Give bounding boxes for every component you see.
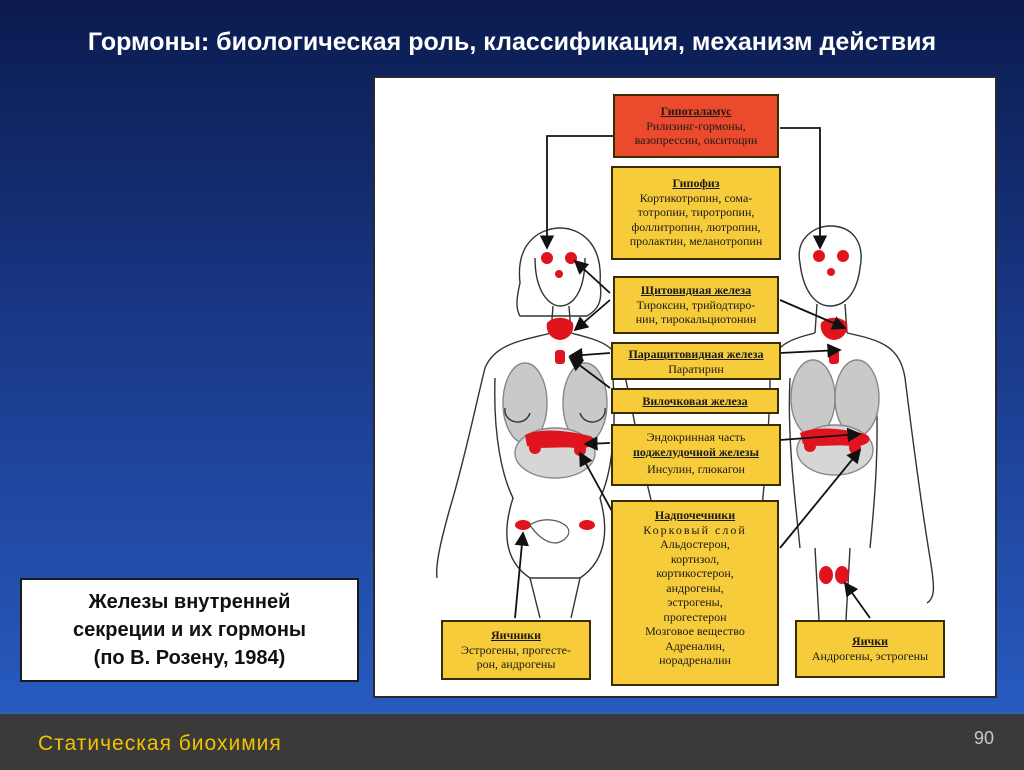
testes-box: Яички Андрогены, эстрогены bbox=[795, 620, 945, 678]
page-number: 90 bbox=[973, 728, 994, 748]
caption-line: секреции и их гормоны bbox=[72, 619, 306, 641]
connector-arrows bbox=[514, 127, 871, 619]
parathyroid-box: Паращитовидная железа Паратирин bbox=[611, 342, 781, 380]
thyroid-box: Щитовидная железа Тироксин, трийодтиро- … bbox=[613, 276, 779, 334]
pituitary-box: Гипофиз Кортикотропин, сома- тотропин, т… bbox=[611, 166, 781, 260]
figure-caption: Железы внутренней секреции и их гормоны … bbox=[20, 578, 359, 682]
thymus-box: Вилочковая железа bbox=[611, 388, 779, 414]
adrenal-box: Надпочечники Корковый слой Альдостерон, … bbox=[611, 500, 779, 686]
body-diagram bbox=[435, 127, 935, 639]
hypothalamus-box: Гипоталамус Рилизинг-гормоны, вазопресси… bbox=[613, 94, 779, 158]
ovaries-box: Яичники Эстрогены, прогесте- рон, андрог… bbox=[441, 620, 591, 680]
female-glands bbox=[515, 252, 595, 530]
endocrine-figure: Гипоталамус Рилизинг-гормоны, вазопресси… bbox=[373, 76, 997, 698]
caption-line: Железы внутренней bbox=[88, 591, 291, 613]
caption-line: (по В. Розену, 1984) bbox=[93, 647, 286, 669]
course-title: Статическая биохимия bbox=[38, 732, 282, 755]
female-figure bbox=[435, 227, 667, 619]
slide-title: Гормоны: биологическая роль, классификац… bbox=[87, 28, 937, 56]
pancreas-box: Эндокринная часть поджелудочной железы И… bbox=[611, 424, 781, 486]
footer-bar: Статическая биохимия 90 bbox=[0, 712, 1024, 770]
